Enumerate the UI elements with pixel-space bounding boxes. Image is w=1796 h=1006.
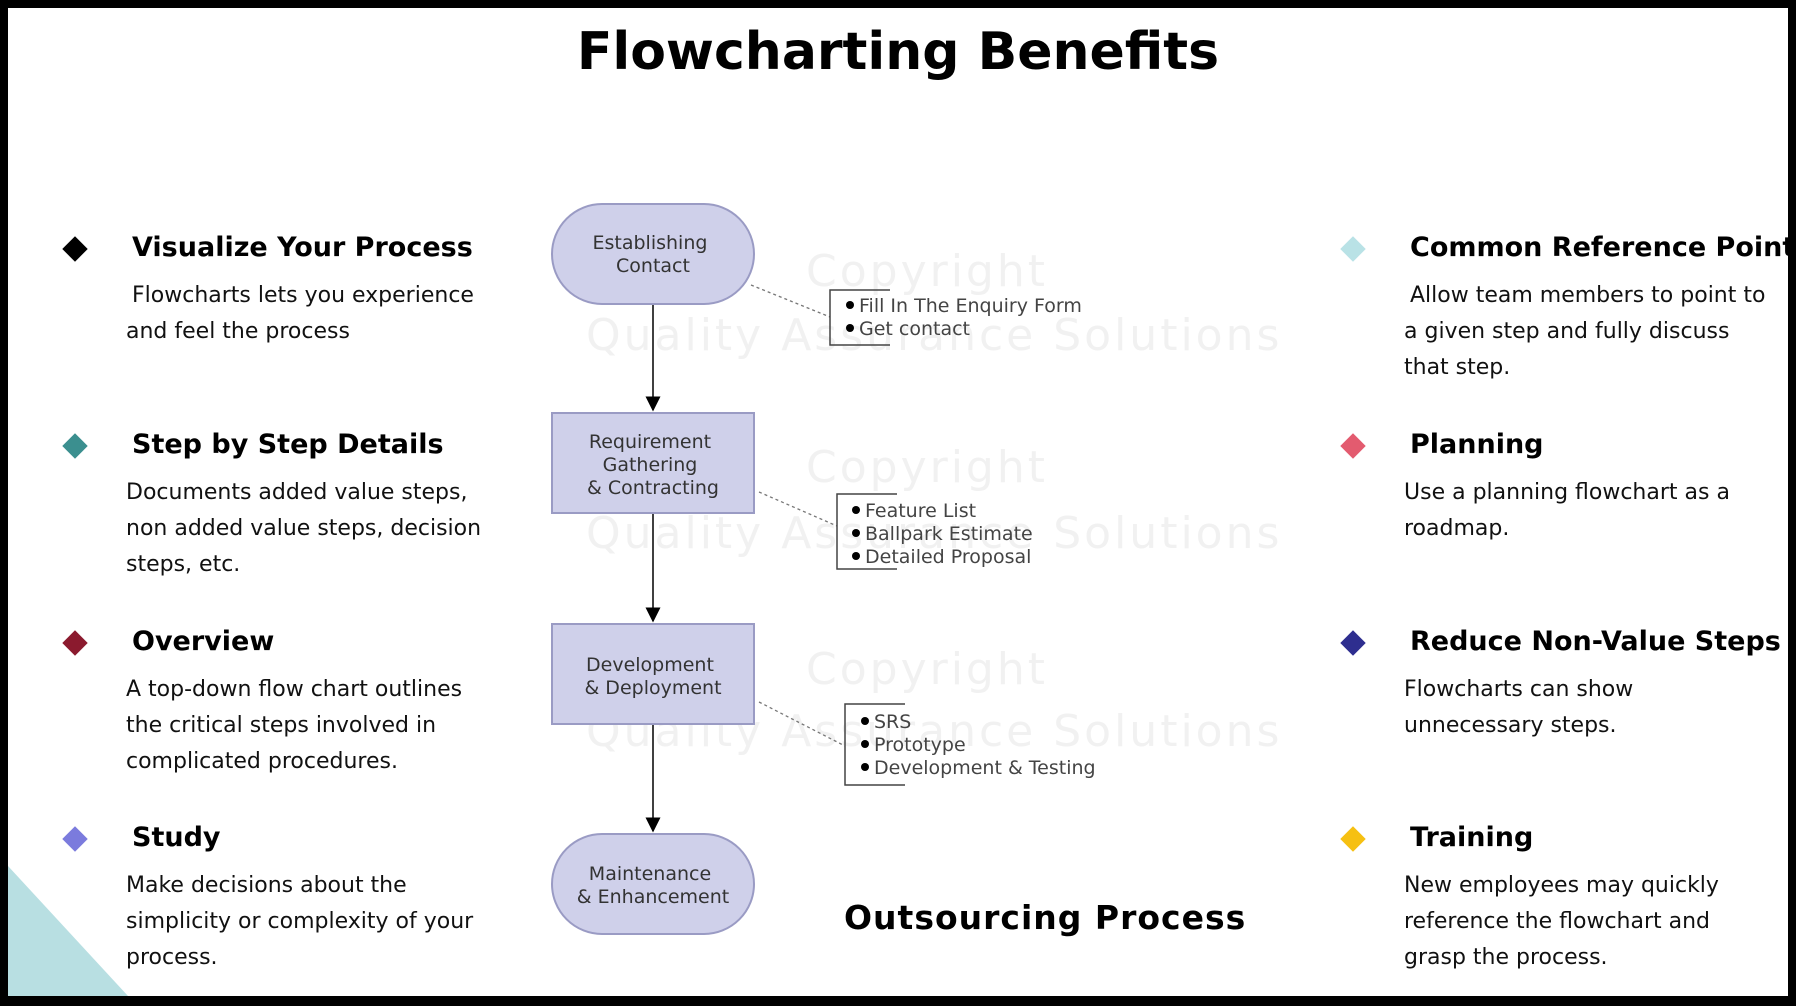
node-label: Maintenance: [589, 863, 711, 885]
benefit-heading: Step by Step Details: [132, 429, 444, 460]
note-item: Detailed Proposal: [865, 546, 1031, 568]
bullet-icon: [852, 552, 860, 560]
note-item: SRS: [874, 711, 911, 733]
watermark-company-2: Quality Assurance Solutions: [586, 508, 1283, 559]
benefit-heading: Common Reference Points: [1410, 232, 1788, 263]
benefit-text: Make decisions about the simplicity or c…: [126, 873, 474, 970]
corner-decoration: [8, 866, 128, 996]
bullet-icon: [861, 717, 869, 725]
note-item: Feature List: [865, 500, 976, 522]
flowchart-caption: Outsourcing Process: [844, 898, 1247, 937]
note-item: Fill In The Enquiry Form: [859, 295, 1082, 317]
node-requirement-gathering: [551, 412, 755, 514]
note-connector: [750, 284, 831, 318]
node-label: Establishing: [593, 232, 708, 254]
note-connector: [758, 701, 846, 747]
node-maintenance-enhancement: [551, 833, 755, 935]
bullet-icon: [861, 740, 869, 748]
bullet-icon: [861, 763, 869, 771]
note-item: Ballpark Estimate: [865, 523, 1033, 545]
watermark-company-1: Quality Assurance Solutions: [586, 310, 1283, 361]
outsourcing-flowchart: Establishing Contact Requirement Gatheri…: [551, 203, 1096, 935]
benefit-heading: Visualize Your Process: [132, 232, 473, 263]
svg-text:Maintenance & Enhancemen: Maintenance & Enhancement: [577, 863, 729, 908]
node-label: & Enhancement: [577, 886, 729, 908]
benefit-text: Flowcharts lets you experience and feel …: [126, 283, 474, 344]
svg-text:Establishing Contact: Establishing Contact: [593, 232, 714, 277]
bullet-icon: [846, 324, 854, 332]
benefit-heading: Training: [1410, 822, 1534, 853]
slide: Flowcharting Benefits Copyright Quality …: [8, 8, 1788, 996]
benefit-text: New employees may quickly reference the …: [1404, 873, 1719, 970]
benefit-heading: Overview: [132, 626, 275, 657]
node-establishing-contact: [551, 203, 755, 305]
note-connector: [758, 491, 838, 527]
svg-text:Development & Deployment: Development & Deployment: [584, 654, 721, 699]
node-label: Gathering: [603, 454, 698, 476]
benefit-text: Flowcharts can show unnecessary steps.: [1404, 677, 1634, 738]
node-label: Requirement: [589, 431, 711, 453]
watermark-copyright-2: Copyright: [806, 442, 1048, 493]
note-bracket: [829, 289, 890, 346]
note-bracket: [844, 703, 905, 786]
watermark-copyright-3: Copyright: [806, 644, 1048, 695]
page-title: Flowcharting Benefits: [576, 22, 1220, 82]
node-label: Contact: [616, 255, 690, 277]
benefit-text: Allow team members to point to a given s…: [1404, 283, 1766, 380]
benefit-text: Documents added value steps, non added v…: [126, 480, 482, 577]
benefit-text: A top-down flow chart outlines the criti…: [126, 677, 463, 774]
svg-text:Requirement Gathering: Requirement Gathering & Contracting: [587, 431, 719, 499]
bullet-icon: [852, 506, 860, 514]
note-item: Development & Testing: [874, 757, 1096, 779]
note-item: Get contact: [859, 318, 970, 340]
watermark-copyright-1: Copyright: [806, 246, 1048, 297]
node-label: Development: [586, 654, 714, 676]
note-item: Prototype: [874, 734, 966, 756]
benefit-heading: Reduce Non-Value Steps: [1410, 626, 1781, 657]
benefit-heading: Study: [132, 822, 221, 853]
bullet-icon: [846, 301, 854, 309]
node-label: & Contracting: [587, 477, 719, 499]
node-label: & Deployment: [584, 677, 721, 699]
benefit-heading: Planning: [1410, 429, 1544, 460]
bullet-icon: [852, 529, 860, 537]
node-development-deployment: [551, 623, 755, 725]
benefit-text: Use a planning flowchart as a roadmap.: [1404, 480, 1730, 541]
note-bracket: [836, 493, 897, 570]
